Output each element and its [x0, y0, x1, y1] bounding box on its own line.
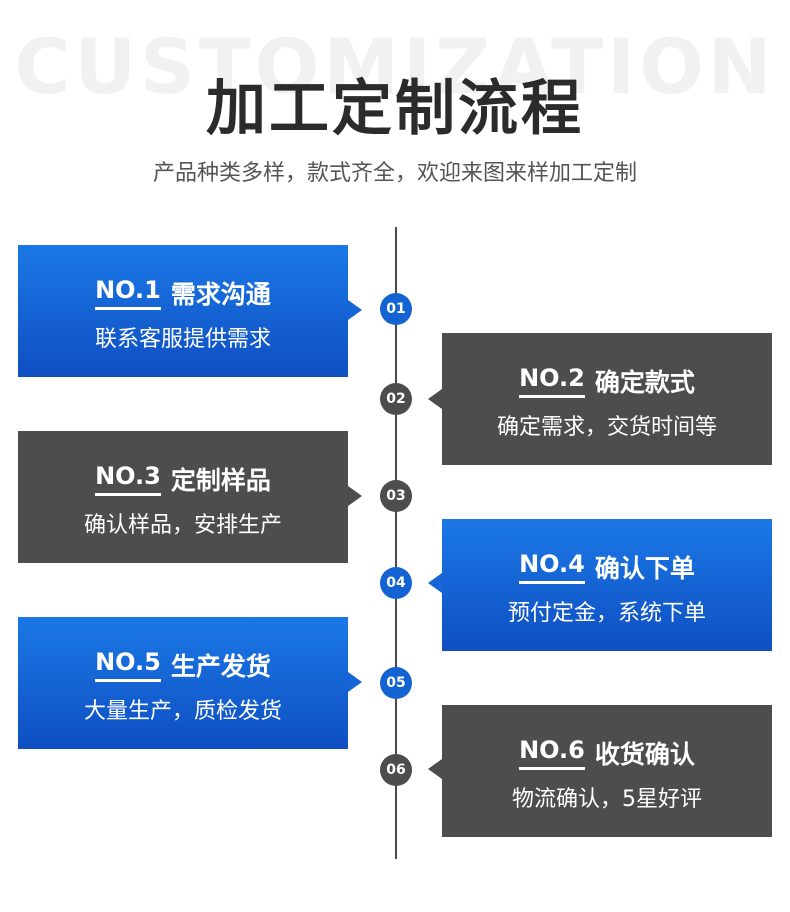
- page-title: 加工定制流程: [206, 74, 584, 144]
- step-card-5: NO.5 生产发货 大量生产，质检发货: [18, 617, 362, 749]
- step-name: 确认下单: [594, 554, 695, 583]
- step-heading: NO.5 生产发货: [18, 647, 348, 683]
- step-description: 物流确认，5星好评: [512, 787, 702, 812]
- step-name: 确定款式: [594, 368, 695, 397]
- step-description: 预付定金，系统下单: [507, 601, 706, 626]
- step-heading: NO.4 确认下单: [442, 549, 772, 585]
- step-name: 需求沟通: [170, 280, 271, 309]
- step-number: NO.2: [519, 364, 585, 398]
- timeline-marker-6: 06: [380, 754, 412, 786]
- timeline-line: [395, 227, 397, 859]
- watermark-text: CUSTOMIZATION: [14, 22, 776, 111]
- step-number: NO.3: [95, 462, 161, 496]
- step-number: NO.6: [519, 736, 585, 770]
- step-number: NO.5: [95, 648, 161, 682]
- step-name: 定制样品: [170, 466, 271, 495]
- timeline-marker-3: 03: [380, 480, 412, 512]
- step-card-2: NO.2 确定款式 确定需求，交货时间等: [428, 333, 772, 465]
- step-card-6: NO.6 收货确认 物流确认，5星好评: [428, 705, 772, 837]
- step-number: NO.4: [519, 550, 585, 584]
- timeline-marker-1: 01: [380, 293, 412, 325]
- step-description: 确认样品，安排生产: [83, 513, 282, 538]
- step-heading: NO.1 需求沟通: [18, 275, 348, 311]
- step-card-1: NO.1 需求沟通 联系客服提供需求: [18, 245, 362, 377]
- step-name: 生产发货: [170, 652, 271, 681]
- page-subtitle: 产品种类多样，款式齐全，欢迎来图来样加工定制: [152, 161, 637, 186]
- timeline-marker-2: 02: [380, 383, 412, 415]
- step-card-3: NO.3 定制样品 确认样品，安排生产: [18, 431, 362, 563]
- step-number: NO.1: [95, 276, 161, 310]
- step-description: 确定需求，交货时间等: [496, 415, 717, 440]
- step-name: 收货确认: [594, 740, 695, 769]
- step-description: 联系客服提供需求: [94, 327, 271, 352]
- step-description: 大量生产，质检发货: [83, 699, 282, 724]
- timeline-marker-4: 04: [380, 567, 412, 599]
- step-card-4: NO.4 确认下单 预付定金，系统下单: [428, 519, 772, 651]
- timeline-marker-5: 05: [380, 667, 412, 699]
- step-heading: NO.3 定制样品: [18, 461, 348, 497]
- step-heading: NO.6 收货确认: [442, 735, 772, 771]
- step-heading: NO.2 确定款式: [442, 363, 772, 399]
